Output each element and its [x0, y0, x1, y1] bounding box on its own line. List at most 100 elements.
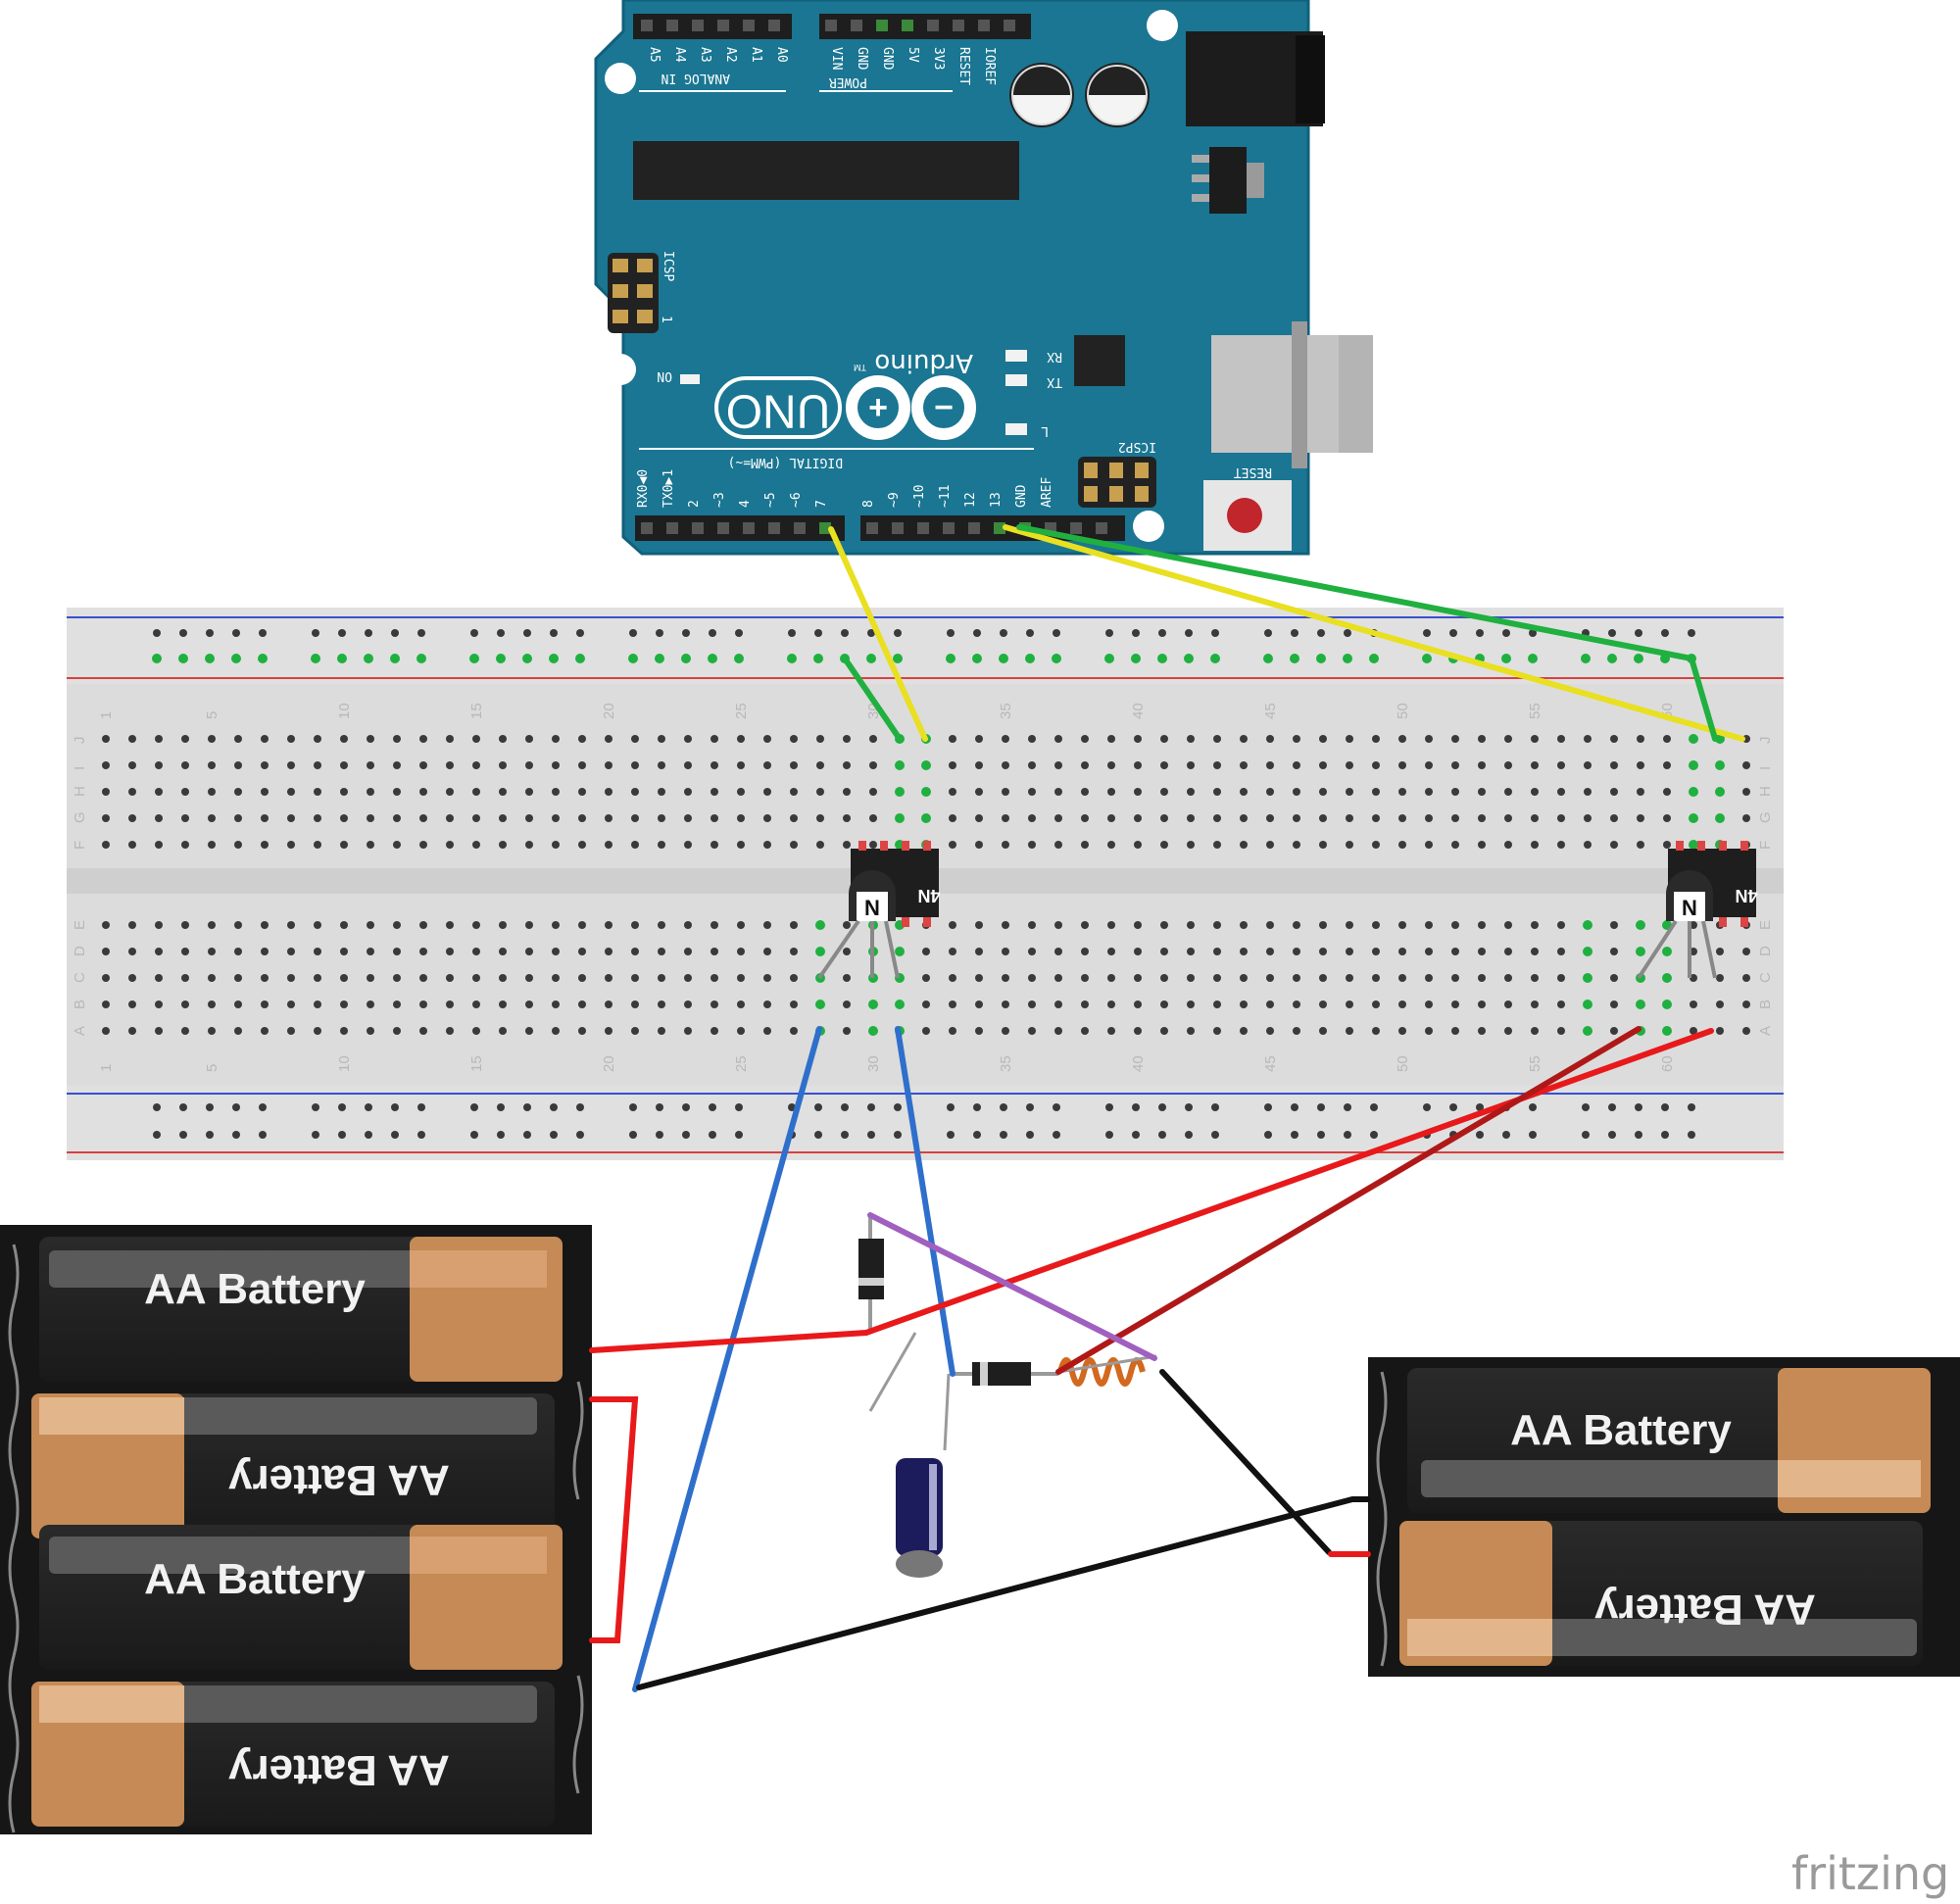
rail-hole[interactable]	[1157, 654, 1167, 663]
breadboard-hole[interactable]	[790, 1001, 798, 1008]
breadboard-hole[interactable]	[155, 1001, 163, 1008]
rail-hole[interactable]	[973, 1103, 981, 1111]
header-pin[interactable]	[743, 20, 755, 31]
breadboard-hole[interactable]	[1134, 841, 1142, 849]
breadboard-hole[interactable]	[155, 814, 163, 822]
breadboard-hole[interactable]	[525, 921, 533, 929]
breadboard-hole[interactable]	[1689, 787, 1698, 797]
breadboard-hole[interactable]	[815, 947, 825, 956]
rail-hole[interactable]	[232, 1131, 240, 1139]
breadboard-hole[interactable]	[1742, 948, 1750, 955]
rail-hole[interactable]	[1000, 1131, 1007, 1139]
rail-hole[interactable]	[522, 654, 532, 663]
header-pin[interactable]	[851, 20, 862, 31]
breadboard-hole[interactable]	[1346, 735, 1353, 743]
breadboard-hole[interactable]	[234, 814, 242, 822]
breadboard-hole[interactable]	[1742, 1001, 1750, 1008]
rail-hole[interactable]	[1344, 1103, 1351, 1111]
breadboard-hole[interactable]	[1425, 974, 1433, 982]
breadboard-hole[interactable]	[1213, 761, 1221, 769]
rail-hole[interactable]	[417, 1103, 425, 1111]
breadboard-hole[interactable]	[340, 788, 348, 796]
rail-hole[interactable]	[259, 629, 267, 637]
rail-hole[interactable]	[1053, 1103, 1060, 1111]
breadboard-hole[interactable]	[128, 814, 136, 822]
rail-hole[interactable]	[1053, 1131, 1060, 1139]
breadboard-hole[interactable]	[1187, 761, 1195, 769]
breadboard-hole[interactable]	[949, 841, 956, 849]
breadboard-hole[interactable]	[234, 788, 242, 796]
breadboard-hole[interactable]	[1187, 921, 1195, 929]
breadboard-hole[interactable]	[1002, 761, 1009, 769]
breadboard-hole[interactable]	[1054, 761, 1062, 769]
breadboard-hole[interactable]	[1398, 974, 1406, 982]
breadboard-hole[interactable]	[1742, 788, 1750, 796]
rail-hole[interactable]	[814, 1131, 822, 1139]
breadboard-hole[interactable]	[446, 1001, 454, 1008]
rail-hole[interactable]	[1291, 629, 1298, 637]
header-pin[interactable]	[666, 522, 678, 534]
header-pin[interactable]	[692, 522, 704, 534]
breadboard-hole[interactable]	[472, 761, 480, 769]
breadboard-hole[interactable]	[102, 761, 110, 769]
breadboard-hole[interactable]	[1266, 788, 1274, 796]
breadboard-hole[interactable]	[1054, 814, 1062, 822]
breadboard-hole[interactable]	[658, 974, 665, 982]
breadboard-hole[interactable]	[1160, 974, 1168, 982]
breadboard-hole[interactable]	[1054, 1001, 1062, 1008]
rail-hole[interactable]	[1661, 629, 1669, 637]
breadboard-hole[interactable]	[1478, 841, 1486, 849]
rail-hole[interactable]	[1264, 1103, 1272, 1111]
breadboard-hole[interactable]	[1240, 788, 1248, 796]
breadboard-hole[interactable]	[1557, 735, 1565, 743]
rail-hole[interactable]	[1502, 629, 1510, 637]
breadboard-hole[interactable]	[102, 974, 110, 982]
breadboard-hole[interactable]	[367, 948, 374, 955]
breadboard-hole[interactable]	[1584, 814, 1592, 822]
breadboard-hole[interactable]	[287, 1027, 295, 1035]
breadboard-hole[interactable]	[1398, 841, 1406, 849]
breadboard-hole[interactable]	[605, 948, 612, 955]
breadboard-hole[interactable]	[1504, 948, 1512, 955]
breadboard-hole[interactable]	[1187, 948, 1195, 955]
rail-hole[interactable]	[1582, 1103, 1590, 1111]
breadboard-hole[interactable]	[1002, 788, 1009, 796]
breadboard-hole[interactable]	[1689, 760, 1698, 770]
header-pin[interactable]	[902, 20, 913, 31]
breadboard-hole[interactable]	[790, 735, 798, 743]
breadboard-hole[interactable]	[1610, 921, 1618, 929]
breadboard-hole[interactable]	[816, 841, 824, 849]
breadboard-hole[interactable]	[1266, 735, 1274, 743]
rail-hole[interactable]	[973, 1131, 981, 1139]
breadboard-hole[interactable]	[393, 974, 401, 982]
breadboard-hole[interactable]	[1610, 974, 1618, 982]
header-pin[interactable]	[717, 522, 729, 534]
rail-hole[interactable]	[365, 1103, 372, 1111]
breadboard-hole[interactable]	[790, 761, 798, 769]
breadboard-hole[interactable]	[1662, 947, 1672, 956]
breadboard-hole[interactable]	[1715, 813, 1725, 823]
breadboard-hole[interactable]	[975, 974, 983, 982]
rail-hole[interactable]	[496, 654, 506, 663]
rail-hole[interactable]	[179, 629, 187, 637]
breadboard-hole[interactable]	[949, 761, 956, 769]
breadboard-hole[interactable]	[631, 1027, 639, 1035]
breadboard-hole[interactable]	[181, 974, 189, 982]
breadboard-hole[interactable]	[1398, 761, 1406, 769]
breadboard-hole[interactable]	[1637, 735, 1644, 743]
breadboard-hole[interactable]	[737, 788, 745, 796]
breadboard-hole[interactable]	[658, 761, 665, 769]
rail-hole[interactable]	[1105, 1103, 1113, 1111]
breadboard-hole[interactable]	[419, 921, 427, 929]
breadboard-hole[interactable]	[472, 974, 480, 982]
breadboard-hole[interactable]	[975, 1001, 983, 1008]
breadboard-hole[interactable]	[816, 761, 824, 769]
rail-hole[interactable]	[1635, 629, 1642, 637]
breadboard-hole[interactable]	[552, 948, 560, 955]
rail-hole[interactable]	[365, 629, 372, 637]
icsp-header[interactable]	[608, 253, 659, 333]
rail-hole[interactable]	[1607, 654, 1617, 663]
breadboard-hole[interactable]	[261, 1027, 269, 1035]
breadboard-hole[interactable]	[710, 788, 718, 796]
breadboard-hole[interactable]	[843, 761, 851, 769]
